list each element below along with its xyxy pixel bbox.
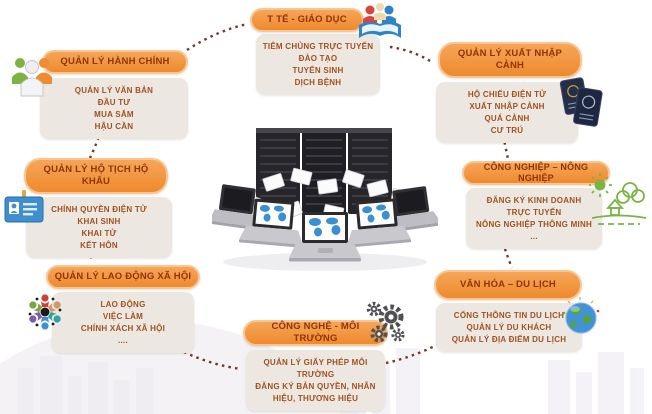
node-item: CƯ TRÚ <box>490 126 524 135</box>
node-pill-xuat-nhap-canh: QUẢN LÝ XUẤT NHẬP CẢNH <box>438 42 582 78</box>
gears-icon <box>366 301 405 343</box>
node-title: QUẢN LÝ HỘ TỊCH HỘ KHẨU <box>43 164 149 187</box>
id-card-icon <box>4 190 44 223</box>
node-item: DỊCH BỆNH <box>294 78 342 87</box>
node-panel-lao-dong: LAO ĐỘNG VIỆC LÀM CHÍNH XÁCH XÃ HỘI .... <box>52 292 194 353</box>
passport-icon <box>559 77 603 127</box>
node-item: TRỰC TUYẾN <box>506 208 562 217</box>
node-item: QUẢN LÝ GIẤY PHÉP MÔI TRƯỜNG <box>263 358 368 379</box>
node-title: VĂN HÓA – DU LỊCH <box>460 279 556 291</box>
node-item: CHÍNH QUYỀN ĐIỆN TỬ <box>51 205 147 214</box>
globe-icon <box>562 297 600 334</box>
node-item: QUẢN LÝ ĐỊA ĐIỂM DU LỊCH <box>451 335 567 344</box>
node-pill-ho-tich: QUẢN LÝ HỘ TỊCH HỘ KHẨU <box>24 158 168 194</box>
node-item: CỔNG THÔNG TIN DU LỊCH <box>453 311 565 320</box>
data-center-graphic <box>212 128 438 271</box>
node-item: QUẢN LÝ DU KHÁCH <box>466 323 552 332</box>
people-group-icon <box>12 58 52 97</box>
node-panel-cong-nong-nghiep: ĐĂNG KÝ KINH DOANH TRỰC TUYẾN NÔNG NGHIỆ… <box>466 188 602 249</box>
node-item: LAO ĐỘNG <box>100 300 146 309</box>
node-item: VIỆC LÀM <box>102 312 144 321</box>
connector <box>389 45 433 64</box>
node-item: MUA SẮM <box>94 110 134 119</box>
node-title: T TẾ - GIÁO DỤC <box>267 14 347 26</box>
node-item: ĐÀO TẠO <box>298 54 338 63</box>
node-item: XUẤT NHẬP CẢNH <box>469 102 545 111</box>
node-item: ĐẦU TƯ <box>97 98 131 107</box>
connector <box>500 128 510 160</box>
node-item: KHAI TỬ <box>81 229 117 238</box>
education-icon <box>359 3 401 38</box>
node-item: KẾT HÔN <box>80 241 118 250</box>
node-item: ... <box>530 232 538 241</box>
node-title: CÔNG NGHIỆP – NÔNG NGHIỆP <box>483 161 589 183</box>
node-item: KHAI SINH <box>77 217 121 226</box>
node-item: NÔNG NGHIỆP THÔNG MINH <box>475 220 593 229</box>
node-item: QUÁ CẢNH <box>484 114 530 123</box>
node-pill-y-te-giao-duc: T TẾ - GIÁO DỤC <box>250 8 364 32</box>
connector <box>186 22 249 52</box>
node-panel-xuat-nhap-canh: HỘ CHIẾU ĐIỆN TỬ XUẤT NHẬP CẢNH QUÁ CẢNH… <box>436 82 578 143</box>
node-panel-van-hoa: CỔNG THÔNG TIN DU LỊCH QUẢN LÝ DU KHÁCH … <box>436 303 582 352</box>
node-panel-hanh-chinh: QUẢN LÝ VĂN BẢN ĐẦU TƯ MUA SẮM HẬU CẦN <box>40 78 188 139</box>
node-title: QUẢN LÝ XUẤT NHẬP CẢNH <box>457 48 563 71</box>
node-pill-cong-nghe: CÔNG NGHỆ - MÔI TRƯỜNG <box>243 320 388 346</box>
node-item: .... <box>118 336 128 345</box>
node-item: HẬU CẦN <box>94 122 134 131</box>
node-panel-cong-nghe: QUẢN LÝ GIẤY PHÉP MÔI TRƯỜNG ĐĂNG KÝ BẢN… <box>246 350 385 411</box>
node-item: CHÍNH XÁCH XÃ HỘI <box>80 324 166 333</box>
node-title: CÔNG NGHỆ - MÔI TRƯỜNG <box>271 321 360 344</box>
node-title: QUẢN LÝ HÀNH CHÍNH <box>60 56 170 68</box>
node-item: HỘ CHIẾU ĐIỆN TỬ <box>467 90 547 99</box>
node-item: TUYỂN SINH <box>292 66 344 75</box>
farm-icon <box>589 173 647 225</box>
node-title: QUẢN LÝ LAO ĐỘNG XÃ HỘI <box>54 271 192 283</box>
node-pill-lao-dong: QUẢN LÝ LAO ĐỘNG XÃ HỘI <box>46 265 200 289</box>
connector <box>503 248 514 269</box>
node-item: QUẢN LÝ VĂN BẢN <box>74 86 154 95</box>
people-circle-icon <box>28 294 62 330</box>
node-pill-van-hoa: VĂN HÓA – DU LỊCH <box>434 270 582 300</box>
node-panel-y-te-giao-duc: TIÊM CHỦNG TRỰC TUYẾN ĐÀO TẠO TUYỂN SINH… <box>256 34 380 95</box>
connector <box>183 350 242 371</box>
node-item: ĐĂNG KÝ BẢN QUYỀN, NHÃN HIỆU, THƯƠNG HIỆ… <box>255 382 376 403</box>
node-pill-hanh-chinh: QUẢN LÝ HÀNH CHÍNH <box>42 50 188 74</box>
node-pill-cong-nong-nghiep: CÔNG NGHIỆP – NÔNG NGHIỆP <box>462 161 610 185</box>
node-item: TIÊM CHỦNG TRỰC TUYẾN <box>262 42 374 51</box>
laptop-network <box>212 184 438 262</box>
node-item: ĐĂNG KÝ KINH DOANH <box>486 196 582 205</box>
node-panel-ho-tich: CHÍNH QUYỀN ĐIỆN TỬ KHAI SINH KHAI TỬ KẾ… <box>26 197 172 258</box>
